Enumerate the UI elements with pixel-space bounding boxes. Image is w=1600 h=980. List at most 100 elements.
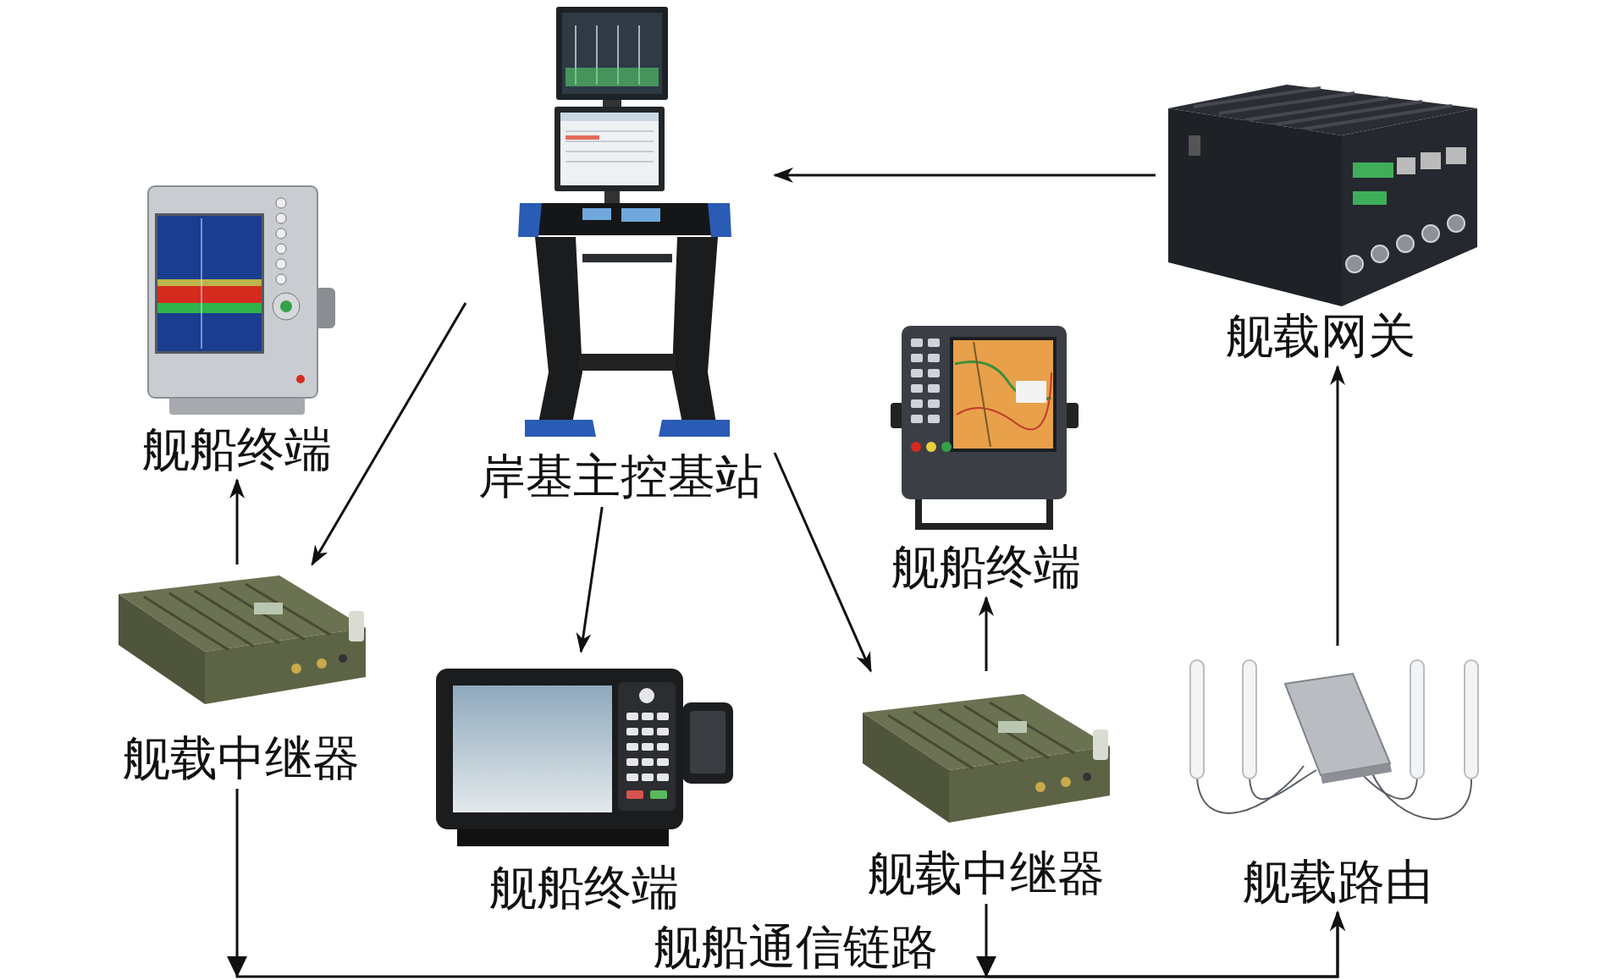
console-illustration-part <box>565 67 659 87</box>
sonar-terminal-illustration-part <box>157 286 262 305</box>
map-terminal-illustration-part-part <box>910 338 923 348</box>
map-terminal-illustration-part-part <box>910 399 923 409</box>
map-terminal-illustration-part <box>973 342 991 447</box>
device-label: 舰船终端 <box>142 423 332 476</box>
gateway-illustration-part-part <box>1447 215 1465 232</box>
sonar-terminal-illustration-part <box>148 186 318 398</box>
map-terminal-illustration-part-part <box>910 384 923 393</box>
device-node: 舰船终端 <box>884 318 1088 594</box>
gateway-illustration-part <box>1341 108 1478 307</box>
device-label: 舰船终端 <box>891 540 1082 594</box>
chart-terminal-illustration-part-part <box>656 758 669 767</box>
gateway-illustration-part-part <box>1422 225 1440 243</box>
chart-terminal-illustration-part-part <box>656 773 669 782</box>
router-illustration-part-part <box>1249 770 1317 800</box>
chart-terminal-illustration-part-part <box>641 743 654 751</box>
router-illustration-part-part <box>1190 660 1204 779</box>
console-illustration <box>518 6 732 437</box>
device-label: 舰载中继器 <box>867 847 1105 900</box>
device-node: 舰船终端 <box>427 656 741 915</box>
map-terminal-illustration-part <box>1015 380 1047 403</box>
map-terminal-illustration-part <box>926 441 937 453</box>
console-illustration-part <box>524 419 596 437</box>
gateway-illustration-part <box>1445 147 1467 165</box>
chart-terminal-illustration-part-part <box>656 728 669 736</box>
chart-terminal-illustration-part-part <box>626 758 639 767</box>
map-terminal-illustration-part-part <box>910 353 923 363</box>
console-illustration-part <box>518 203 542 238</box>
chart-terminal-illustration-part-part <box>626 743 639 751</box>
connector-arrow <box>1336 366 1340 646</box>
console-illustration-part <box>604 191 620 204</box>
map-terminal-illustration-part <box>910 338 940 424</box>
sonar-terminal-illustration-part <box>157 215 262 352</box>
device-node: 岸基主控基站 <box>469 3 771 503</box>
map-terminal-illustration-part-part <box>910 414 923 424</box>
console-illustration-part <box>707 203 732 238</box>
connector-arrow <box>774 173 1156 177</box>
gateway-illustration-part <box>1420 152 1441 170</box>
map-terminal-illustration-part <box>953 340 1054 449</box>
map-terminal-illustration-part <box>949 336 1057 453</box>
sonar-terminal-illustration-part <box>275 213 287 224</box>
console-illustration-part <box>556 6 668 100</box>
console-illustration-part <box>560 112 659 186</box>
map-terminal-illustration-part-part <box>927 353 940 363</box>
map-terminal-illustration-part <box>910 441 922 453</box>
map-terminal-illustration-part <box>1064 402 1079 429</box>
console-illustration-part <box>565 141 654 143</box>
sonar-terminal-illustration-part <box>157 279 262 287</box>
gateway-illustration-part <box>1219 93 1355 114</box>
gateway-illustration-part <box>1396 157 1416 175</box>
console-illustration-part <box>621 208 661 222</box>
relay-illustration-part <box>291 663 302 674</box>
chart-terminal-illustration-part-part <box>656 712 669 721</box>
console-illustration-part <box>565 131 654 133</box>
router-illustration-part <box>1320 763 1392 784</box>
device-node: 舰载路由 <box>1180 650 1495 909</box>
gateway-illustration-part <box>1352 191 1387 205</box>
router-illustration <box>1190 660 1479 820</box>
relay-illustration <box>118 575 366 705</box>
sonar-terminal-illustration-part <box>280 300 293 313</box>
connector-arrow <box>986 904 1338 977</box>
map-terminal-illustration-part-part <box>927 399 940 409</box>
device-label: 舰载路由 <box>1242 855 1433 909</box>
console-illustration-part <box>560 112 659 122</box>
chart-terminal-illustration-part <box>626 790 644 800</box>
sonar-terminal-illustration-part <box>275 228 287 239</box>
map-terminal-illustration <box>890 325 1079 527</box>
chart-terminal-illustration-part-part <box>626 728 639 736</box>
map-terminal-illustration-part <box>956 372 1052 431</box>
relay-illustration-part <box>118 594 205 705</box>
map-terminal-illustration-part-part <box>927 414 940 424</box>
chart-terminal-illustration-part-part <box>626 712 639 721</box>
sonar-terminal-illustration-part <box>272 292 300 320</box>
chart-terminal-illustration-part <box>650 790 668 800</box>
map-terminal-illustration-part-part <box>927 338 940 348</box>
console-illustration-part <box>565 135 600 140</box>
relay-illustration-part <box>245 584 331 635</box>
console-illustration-part <box>519 203 730 236</box>
router-illustration-part <box>1285 673 1391 776</box>
connector-arrow <box>312 303 466 565</box>
gateway-illustration <box>1168 84 1478 307</box>
chart-terminal-illustration-part <box>452 685 613 813</box>
chart-terminal-illustration <box>435 668 734 847</box>
device-label: 舰载网关 <box>1225 309 1416 363</box>
chart-terminal-illustration-part <box>689 711 726 774</box>
console-illustration-part <box>562 12 663 94</box>
connector-arrow <box>236 480 239 565</box>
map-terminal-illustration-part-part <box>910 369 923 378</box>
console-illustration-part <box>565 151 654 153</box>
device-node: 舰船终端 <box>135 179 339 476</box>
device-node: 舰载中继器 <box>855 675 1118 900</box>
sonar-terminal-illustration-part <box>275 274 287 285</box>
link-label: 舰船通信链路 <box>650 921 942 974</box>
connector-arrow <box>237 788 1338 977</box>
sonar-terminal-illustration-part <box>275 198 287 209</box>
console-illustration-part <box>565 161 654 163</box>
